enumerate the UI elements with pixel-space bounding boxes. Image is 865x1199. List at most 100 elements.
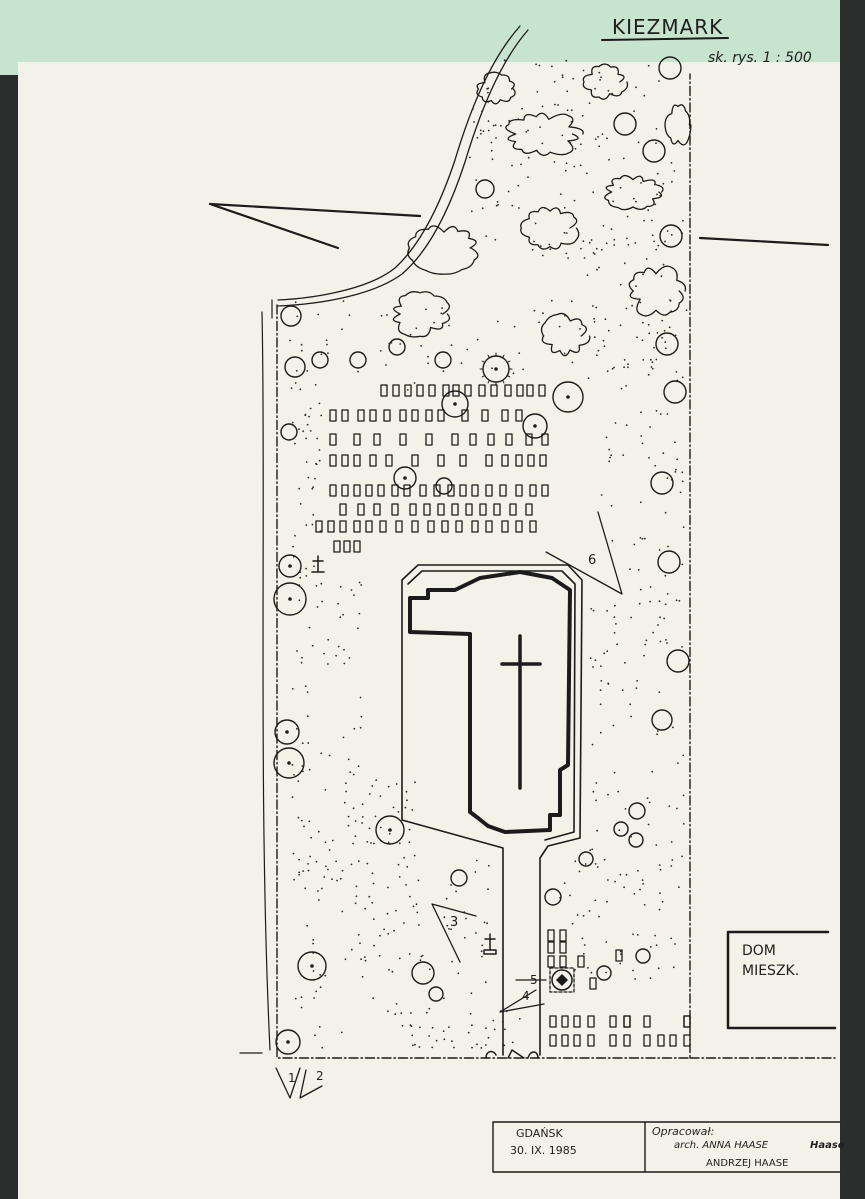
stipple-dot [569,142,572,144]
bush-icon [582,63,629,100]
stipple-dot [623,359,626,361]
stipple-dot [670,310,673,312]
stipple-dot [651,219,653,222]
stipple-dot [485,235,488,238]
stipple-dot [643,654,645,657]
stipple-dot [343,648,345,651]
stipple-dot [440,312,443,315]
stipple-dot [564,169,567,172]
stipple-dot [405,884,407,886]
stipple-dot [587,377,590,380]
stipple-dot [527,129,529,132]
stipple-dot [360,958,362,961]
grave-marker [423,503,431,516]
tree-trunk-dot [286,1040,290,1044]
stipple-dot [558,325,561,328]
stipple-dot [518,1017,521,1020]
stipple-dot [325,865,327,868]
grave-marker [573,1034,581,1047]
stipple-dot [364,907,367,910]
stipple-dot [319,530,322,533]
stipple-dot [303,825,305,828]
stipple-dot [336,879,338,882]
grave-marker [485,520,493,533]
stipple-dot [425,1011,428,1014]
stipple-dot [606,609,608,612]
stipple-dot [487,101,489,103]
stipple-dot [608,460,611,463]
stipple-dot [667,545,669,548]
grave-marker [541,433,549,446]
stipple-dot [682,794,685,797]
stipple-dot [678,599,681,602]
stipple-dot [610,454,613,457]
stipple-dot [298,873,301,876]
stipple-dot [487,1036,490,1039]
stipple-dot [348,314,351,316]
stipple-dot [535,63,537,66]
stipple-dot [541,254,544,257]
stipple-dot [677,762,679,764]
grave-marker [573,1015,581,1028]
stipple-dot [368,827,371,830]
stipple-dot [570,300,573,303]
stipple-dot [361,803,364,806]
stipple-dot [675,371,678,373]
stipple-dot [482,130,485,133]
grave-marker [379,520,387,533]
stipple-dot [565,59,568,62]
grave-marker [529,520,537,533]
stipple-dot [485,1027,487,1030]
grave-marker [391,484,399,497]
grave-marker [341,409,349,422]
church-building [401,564,583,1056]
stipple-dot [289,339,291,342]
stipple-dot [625,385,627,387]
tree-icon [657,550,681,574]
stipple-dot [632,933,634,936]
stipple-dot [308,820,311,823]
stipple-dot [345,782,347,785]
stipple-dot [658,549,661,551]
cross-monuments [311,555,575,993]
stipple-dot [553,161,556,163]
stipple-dot [297,816,300,819]
tree-icon [280,423,298,441]
stipple-dot [559,896,561,899]
stipple-dot [373,944,375,947]
stipple-dot [619,873,622,876]
tree-icon [280,305,302,327]
stipple-dot [469,1012,472,1015]
stipple-dot [632,197,635,200]
grave-marker [471,484,479,497]
stipple-dot [466,348,469,351]
stipple-dot [668,326,671,329]
stipple-dot [605,971,607,974]
stipple-dot [467,1031,470,1034]
stipple-dot [571,361,574,364]
grave-marker [683,1015,691,1028]
grave-marker [433,484,441,497]
stipple-dot [299,571,302,573]
stipple-dot [636,336,638,339]
stipple-dot [299,576,302,579]
grave-marker [404,384,412,397]
stipple-dot [387,841,390,844]
grave-marker [485,454,493,467]
stipple-dot [341,328,343,331]
stipple-dot [549,248,552,251]
stipple-dot [674,334,677,337]
stipple-dot [620,387,623,390]
title-block-author-1: arch. ANNA HAASE [674,1140,769,1151]
stipple-dot [358,581,361,584]
stipple-dot [664,511,667,514]
tree-icon [628,832,644,848]
stipple-dot [647,823,650,826]
grave-marker [357,409,365,422]
stipple-dot [682,823,685,825]
stipple-dot [315,463,318,466]
stipple-dot [394,1013,397,1016]
stipple-dot [448,928,450,930]
stipple-dot [651,367,654,370]
stipple-dot [574,147,577,150]
